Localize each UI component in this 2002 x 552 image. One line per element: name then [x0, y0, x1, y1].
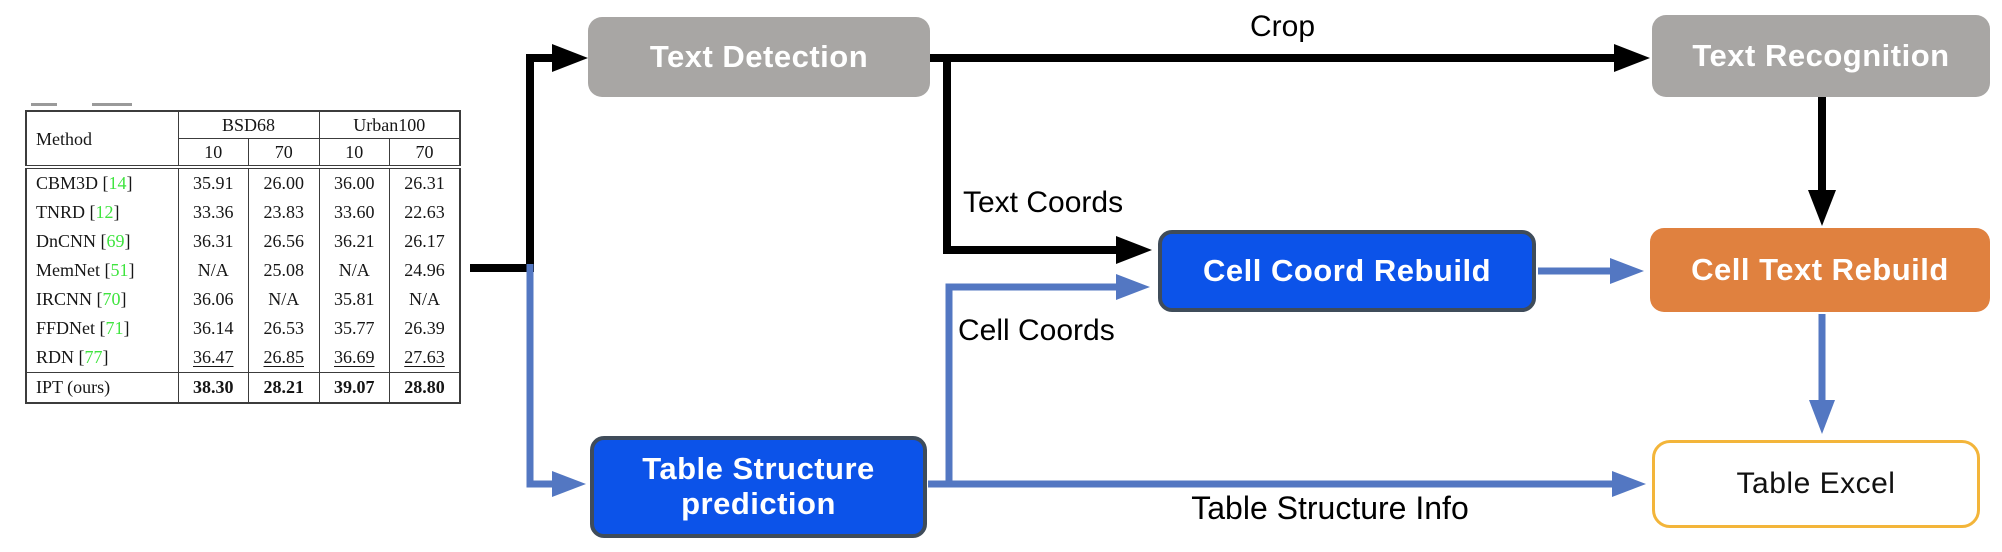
text-recognition-node: Text Recognition	[1652, 15, 1990, 97]
value-cell: 24.96	[389, 256, 460, 285]
value-cell: 36.00	[318, 167, 390, 198]
table-structure-info-edge-label: Table Structure Info	[1191, 490, 1469, 526]
cell-text-rebuild-node: Cell Text Rebuild	[1650, 228, 1990, 312]
method-cell: MemNet [51]	[36, 260, 135, 280]
column-group-urban100: Urban100	[318, 111, 460, 139]
citation-number: 77	[84, 347, 103, 367]
table-row: RDN [77] 36.47 26.85 36.69 27.63	[26, 343, 460, 373]
value-cell: 26.31	[389, 167, 460, 198]
value-cell: 36.06	[177, 285, 249, 314]
column-header-noise10: 10	[318, 138, 390, 169]
value-cell: N/A	[318, 256, 390, 285]
value-cell: N/A	[248, 285, 319, 314]
value-cell: 25.08	[248, 256, 319, 285]
value-cell: 26.17	[389, 227, 460, 256]
text-coords-edge-label: Text Coords	[963, 186, 1124, 219]
value-cell: 38.30	[177, 372, 249, 403]
input-results-table: Method BSD68 Urban100 10 70 10 70 CBM3D …	[25, 110, 461, 404]
value-cell: 28.21	[248, 372, 319, 403]
value-cell: 36.69	[318, 343, 390, 373]
value-cell: 36.47	[177, 343, 249, 373]
table-structure-prediction-node: Table Structure prediction	[590, 436, 927, 538]
value-cell: 26.53	[248, 314, 319, 343]
value-cell: N/A	[389, 285, 460, 314]
value-cell: 26.56	[248, 227, 319, 256]
value-cell: 39.07	[318, 372, 390, 403]
citation-number: 14	[108, 173, 127, 193]
citation-number: 71	[105, 318, 124, 338]
method-cell: IPT (ours)	[26, 372, 178, 403]
value-cell: 33.60	[318, 198, 390, 227]
value-cell: 27.63	[389, 343, 460, 373]
value-cell: 26.39	[389, 314, 460, 343]
cropped-text-artifact	[92, 103, 132, 106]
table-row: IRCNN [70] 36.06 N/A 35.81 N/A	[26, 285, 460, 314]
table-header-row: Method BSD68 Urban100	[26, 111, 460, 169]
value-cell: 36.14	[177, 314, 249, 343]
value-cell: N/A	[177, 256, 249, 285]
method-cell: TNRD [12]	[36, 202, 120, 222]
table-row: MemNet [51] N/A 25.08 N/A 24.96	[26, 256, 460, 285]
method-cell: FFDNet [71]	[36, 318, 130, 338]
value-cell: 23.83	[248, 198, 319, 227]
table-row: TNRD [12] 33.36 23.83 33.60 22.63	[26, 198, 460, 227]
table-row: FFDNet [71] 36.14 26.53 35.77 26.39	[26, 314, 460, 343]
cropped-text-artifact	[31, 103, 57, 106]
citation-number: 51	[110, 260, 129, 280]
table-row: IPT (ours) 38.30 28.21 39.07 28.80	[26, 372, 460, 403]
column-header-noise70: 70	[248, 138, 319, 169]
text-detection-node: Text Detection	[588, 17, 930, 97]
column-header-noise70: 70	[389, 138, 460, 169]
value-cell: 26.00	[248, 167, 319, 198]
method-cell: DnCNN [69]	[36, 231, 131, 251]
value-cell: 28.80	[389, 372, 460, 403]
value-cell: 33.36	[177, 198, 249, 227]
value-cell: 36.31	[177, 227, 249, 256]
table-row: CBM3D [14] 35.91 26.00 36.00 26.31	[26, 167, 460, 198]
method-cell: IRCNN [70]	[36, 289, 127, 309]
method-cell: CBM3D [14]	[36, 173, 133, 193]
method-cell: RDN [77]	[36, 347, 109, 367]
value-cell: 35.81	[318, 285, 390, 314]
arrow-table-to-structure-prediction	[526, 264, 586, 497]
arrow-table-to-text-detection	[470, 44, 588, 272]
cell-coord-rebuild-node: Cell Coord Rebuild	[1158, 230, 1536, 312]
citation-number: 69	[106, 231, 125, 251]
value-cell: 35.77	[318, 314, 390, 343]
arrow-text-coords-to-cell-coord-rebuild	[943, 58, 1152, 264]
column-header-noise10: 10	[177, 138, 249, 169]
table-excel-node: Table Excel	[1652, 440, 1980, 528]
value-cell: 35.91	[177, 167, 249, 198]
column-header-method: Method	[26, 111, 178, 169]
citation-number: 70	[102, 289, 121, 309]
arrow-cell-coords-to-cell-coord-rebuild	[945, 274, 1150, 484]
value-cell: 22.63	[389, 198, 460, 227]
citation-number: 12	[95, 202, 114, 222]
table-row: DnCNN [69] 36.31 26.56 36.21 26.17	[26, 227, 460, 256]
cell-coords-edge-label: Cell Coords	[958, 314, 1115, 347]
crop-edge-label: Crop	[1250, 10, 1316, 43]
value-cell: 36.21	[318, 227, 390, 256]
table-subheader-row: 10 70 10 70	[26, 138, 460, 169]
value-cell: 26.85	[248, 343, 319, 373]
column-group-bsd68: BSD68	[177, 111, 319, 139]
